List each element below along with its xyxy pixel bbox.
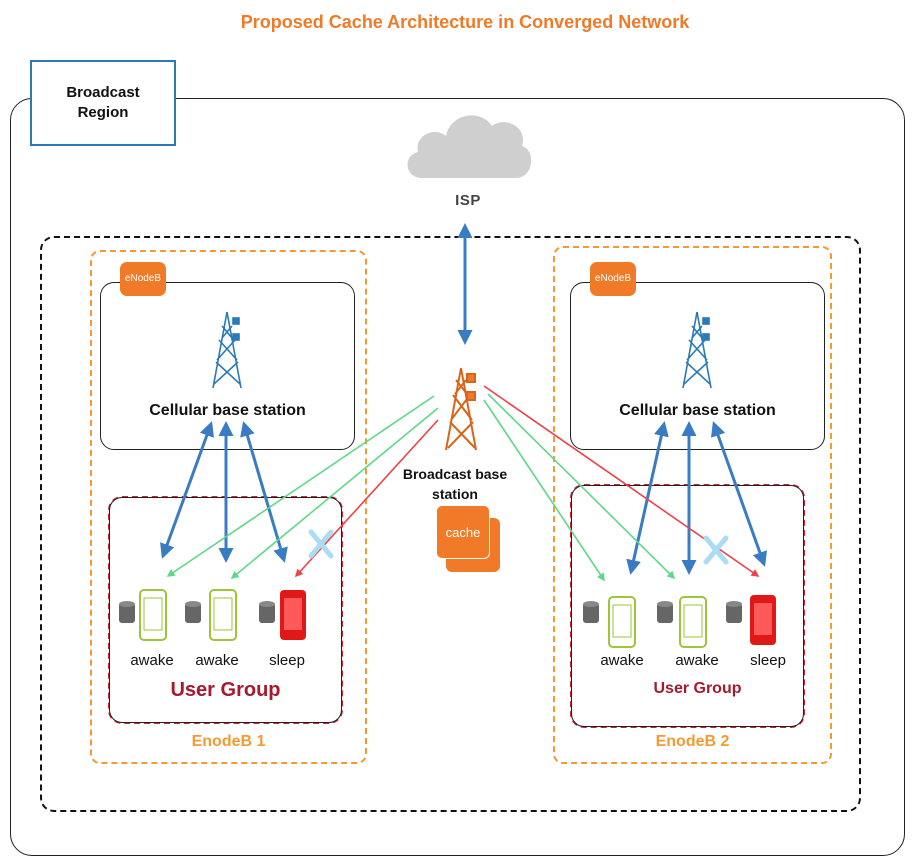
blocked-x-icon-2	[703, 535, 729, 565]
broadcast-station-label: Broadcast base station	[402, 466, 508, 502]
phone-awake-icon-3	[608, 596, 636, 648]
diagram-title: Proposed Cache Architecture in Converged…	[240, 12, 690, 32]
enodeb-2-badge: eNodeB	[590, 262, 636, 296]
enodeb-2-label: EnodeB 2	[655, 733, 730, 750]
cellular-tower-2-icon	[682, 311, 712, 389]
enodeb-2-cellular-box	[570, 282, 825, 450]
device-5-state: awake	[675, 652, 719, 669]
broadcast-region-label: Broadcast Region	[30, 60, 176, 146]
blocked-x-icon-1	[308, 529, 334, 559]
device-2-state: awake	[195, 652, 239, 669]
device-cache-icon-6	[726, 601, 742, 623]
enodeb-1-user-group-label: User Group	[170, 679, 281, 701]
phone-awake-icon-4	[679, 596, 707, 648]
broadcast-region-boundary	[10, 98, 905, 856]
device-4-state: awake	[600, 652, 644, 669]
isp-cloud-icon	[407, 115, 532, 178]
enodeb-2-cellular-label: Cellular base station	[619, 402, 776, 419]
device-cache-icon-2	[185, 601, 201, 623]
enodeb-1-boundary	[90, 250, 367, 764]
phone-sleep-icon-1	[280, 590, 306, 640]
device-3-state: sleep	[269, 652, 305, 669]
enodeb-1-cellular-label: Cellular base station	[149, 402, 306, 419]
isp-label: ISP	[455, 192, 481, 209]
broadcast-tower-icon	[445, 367, 477, 451]
enodeb-1-label: EnodeB 1	[191, 733, 266, 750]
enodeb-2-user-group-label: User Group	[653, 680, 742, 697]
phone-awake-icon-1	[139, 589, 167, 641]
device-1-state: awake	[130, 652, 174, 669]
device-cache-icon-4	[583, 601, 599, 623]
device-cache-icon-3	[259, 601, 275, 623]
device-cache-icon-1	[119, 601, 135, 623]
enodeb-1-badge: eNodeB	[120, 262, 166, 296]
network-area-boundary	[40, 236, 861, 812]
cache-icon: cache	[436, 505, 490, 559]
device-6-state: sleep	[750, 652, 786, 669]
phone-sleep-icon-2	[750, 595, 776, 645]
cellular-tower-1-icon	[212, 311, 242, 389]
device-cache-icon-5	[657, 601, 673, 623]
phone-awake-icon-2	[209, 589, 237, 641]
